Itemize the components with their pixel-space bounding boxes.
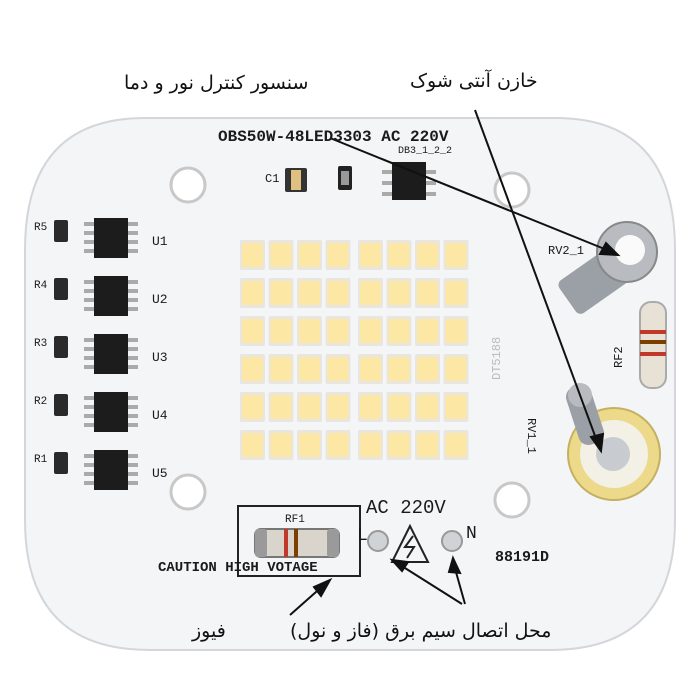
vertical-code-label: DT5188 [490, 336, 504, 380]
resistor-label: R2 [34, 396, 48, 408]
rv2-label: RV2_1 [548, 244, 585, 258]
chip-label: U2 [152, 292, 168, 307]
led-chip [268, 392, 294, 422]
led-chip [358, 392, 383, 422]
led-chip [297, 354, 322, 384]
chip-db3 [382, 162, 436, 200]
driver-chip [54, 450, 138, 490]
board-model-label: OBS50W-48LED3303 AC 220V [218, 128, 449, 146]
led-chip [415, 278, 440, 308]
caution-label: CAUTION HIGH VOTAGE [158, 560, 318, 576]
led-chip [325, 240, 351, 270]
mounting-hole-top-left [169, 166, 207, 204]
led-chip [415, 240, 440, 270]
led-chip [297, 278, 322, 308]
led-chip [240, 354, 265, 384]
led-chip [325, 316, 351, 346]
led-chip [325, 392, 351, 422]
led-chip [443, 354, 469, 384]
pad-l [367, 530, 389, 552]
led-chip [386, 240, 412, 270]
led-chip [386, 392, 412, 422]
led-chip [297, 430, 322, 460]
led-chip [443, 430, 469, 460]
resistor-label: R5 [34, 222, 48, 234]
led-chip [358, 240, 383, 270]
led-chip [297, 316, 322, 346]
led-chip [415, 354, 440, 384]
led-chip [358, 316, 383, 346]
led-chip [386, 278, 412, 308]
led-chip [325, 278, 351, 308]
annotation-wire-connection: محل اتصال سیم برق (فاز و نول) [290, 620, 552, 642]
mounting-hole-bottom-left [169, 473, 207, 511]
led-array [240, 240, 469, 460]
led-chip [415, 392, 440, 422]
led-chip [415, 316, 440, 346]
pad-n [441, 530, 463, 552]
c1-label: C1 [265, 172, 280, 186]
driver-chip [54, 392, 138, 432]
led-chip [268, 278, 294, 308]
led-chip [386, 430, 412, 460]
driver-chip [54, 334, 138, 374]
chip-label: U1 [152, 234, 168, 249]
led-chip [297, 240, 322, 270]
resistor-rf2 [639, 301, 667, 389]
led-chip [240, 278, 265, 308]
board-code-label: 88191D [495, 549, 550, 566]
led-chip [358, 354, 383, 384]
led-chip [268, 430, 294, 460]
rf2-label: RF2 [612, 346, 626, 368]
led-chip [240, 240, 265, 270]
led-chip [443, 316, 469, 346]
led-chip [297, 392, 322, 422]
ac-voltage-label: AC 220V [366, 497, 446, 519]
resistor-label: R3 [34, 338, 48, 350]
led-chip [268, 354, 294, 384]
high-voltage-warning-icon [390, 523, 430, 563]
led-chip [443, 240, 469, 270]
led-chip [443, 278, 469, 308]
resistor-label: R1 [34, 454, 48, 466]
chip-label: U4 [152, 408, 168, 423]
mounting-hole-bottom-right [493, 481, 531, 519]
driver-chip [54, 218, 138, 258]
led-chip [240, 430, 265, 460]
chip-label: U3 [152, 350, 168, 365]
fuse-rf1 [237, 505, 361, 577]
led-chip [358, 278, 383, 308]
capacitor-c1 [285, 168, 307, 192]
led-chip [443, 392, 469, 422]
chip-label: U5 [152, 466, 168, 481]
led-chip [325, 354, 351, 384]
resistor-label: R4 [34, 280, 48, 292]
annotation-fuse: فیوز [192, 620, 226, 642]
db3-label: DB3_1_2_2 [398, 146, 453, 157]
led-chip [386, 316, 412, 346]
l-label: L [357, 526, 368, 546]
led-chip [240, 316, 265, 346]
rv1-label: RV1_1 [524, 418, 538, 455]
n-label: N [466, 524, 477, 544]
resistor-top [338, 166, 352, 190]
led-chip [240, 392, 265, 422]
led-chip [358, 430, 383, 460]
led-chip [325, 430, 351, 460]
rf1-label: RF1 [285, 514, 305, 526]
annotation-capacitor: خازن آنتی شوک [410, 70, 538, 92]
led-chip [415, 430, 440, 460]
sensor-rv2 [558, 221, 658, 314]
led-chip [386, 354, 412, 384]
led-chip [268, 240, 294, 270]
driver-chip [54, 276, 138, 316]
driver-chip-column [54, 218, 138, 490]
annotation-sensor: سنسور کنترل نور و دما [124, 72, 309, 94]
annotation-arrows [289, 109, 621, 616]
mounting-hole-top-right [493, 171, 531, 209]
led-chip [268, 316, 294, 346]
